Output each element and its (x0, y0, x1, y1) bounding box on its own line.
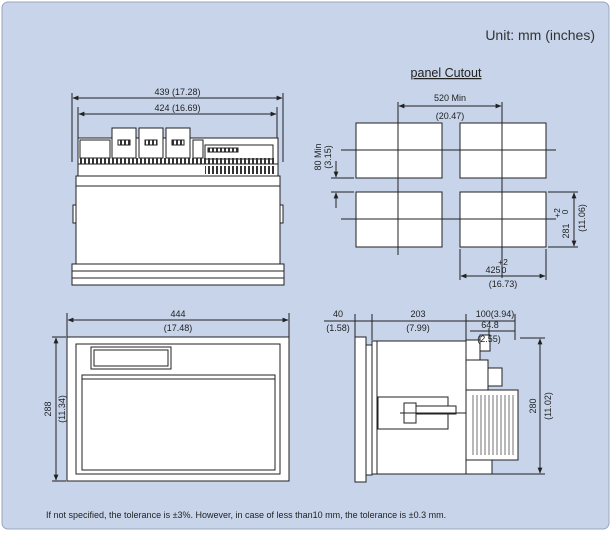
top-overall-dim: 439 (17.28) (154, 87, 200, 97)
opening-height-tol: +2 (552, 208, 562, 218)
side-d1: 40 (333, 309, 343, 319)
side-height: 280 (528, 398, 538, 413)
opening-height-in: (11.06) (577, 204, 587, 232)
side-d1-in: (1.58) (326, 323, 350, 333)
front-width-in: (17.48) (164, 323, 193, 333)
front-width: 444 (170, 309, 185, 319)
side-height-in: (11.02) (543, 392, 553, 420)
front-height: 288 (43, 401, 53, 416)
opening-width: 425 (485, 265, 500, 275)
cutout-height-min-in: (3.15) (323, 145, 333, 169)
side-d2: 203 (410, 309, 425, 319)
side-d4-in: (2.55) (477, 334, 501, 344)
cutout-title: panel Cutout (411, 66, 482, 80)
unit-label: Unit: mm (inches) (485, 27, 595, 43)
opening-height: 281 (561, 223, 571, 238)
front-view (52, 313, 290, 482)
cutout-diagram (331, 102, 578, 280)
side-d3: 100(3.94) (476, 309, 515, 319)
side-d4: 64.8 (481, 320, 499, 330)
opening-height-zero: 0 (560, 209, 570, 214)
opening-width-zero: 0 (502, 265, 507, 275)
side-d2-in: (7.99) (406, 323, 430, 333)
top-view (71, 93, 285, 286)
cutout-width-min: 520 Min (434, 93, 466, 103)
tolerance-footnote: If not specified, the tolerance is ±3%. … (46, 510, 446, 520)
opening-width-tol: +2 (498, 257, 508, 267)
top-inner-dim: 424 (16.69) (154, 103, 200, 113)
side-view (324, 314, 545, 483)
opening-width-in: (16.73) (489, 279, 518, 289)
front-height-in: (11.34) (57, 395, 67, 423)
cutout-height-min: 80 Min (313, 143, 323, 170)
cutout-width-min-in: (20.47) (436, 111, 465, 121)
